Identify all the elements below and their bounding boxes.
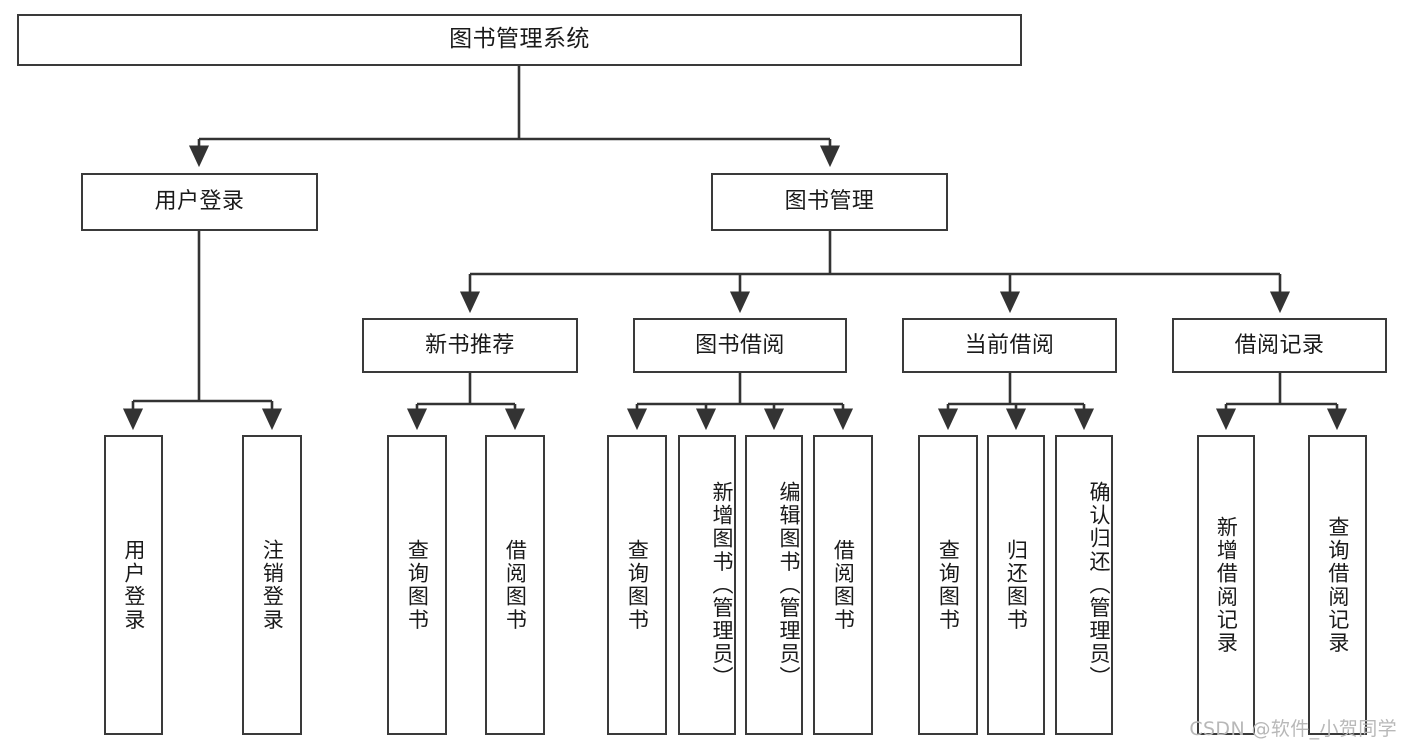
node-label: 当前借阅 [964,332,1055,358]
node-leaf-borrow-book-recommend[interactable]: 借阅图书 [485,435,545,735]
node-user-login[interactable]: 用户登录 [81,173,318,231]
node-leaf-add-borrow-record[interactable]: 新增借阅记录 [1197,435,1255,735]
node-current-borrow[interactable]: 当前借阅 [902,318,1117,373]
node-label: 确认归还（管理员） [1087,481,1111,689]
node-leaf-edit-book[interactable]: 编辑图书（管理员） [745,435,803,735]
node-label: 图书管理 [784,189,875,215]
csdn-watermark: CSDN @软件_小贺同学 [1189,718,1397,740]
node-label: 借阅图书 [503,538,528,632]
node-root-system[interactable]: 图书管理系统 [17,14,1022,66]
node-label: 编辑图书（管理员） [777,481,801,689]
node-label: 查询图书 [405,538,430,632]
node-label: 归还图书 [1004,538,1029,632]
node-label: 新增借阅记录 [1214,515,1239,655]
node-leaf-query-borrow-record[interactable]: 查询借阅记录 [1308,435,1367,735]
node-label: 新书推荐 [425,332,515,358]
node-leaf-return-book[interactable]: 归还图书 [987,435,1045,735]
node-leaf-borrow-book[interactable]: 借阅图书 [813,435,873,735]
node-borrow-record[interactable]: 借阅记录 [1172,318,1387,373]
node-leaf-add-book[interactable]: 新增图书（管理员） [678,435,736,735]
node-leaf-user-login[interactable]: 用户登录 [104,435,163,735]
node-label: 新增图书（管理员） [710,481,734,689]
node-label: 注销登录 [260,538,285,632]
node-new-book-recommend[interactable]: 新书推荐 [362,318,578,373]
node-label: 借阅记录 [1234,332,1325,358]
node-label: 图书借阅 [695,332,785,358]
node-leaf-user-logout[interactable]: 注销登录 [242,435,302,735]
node-label: 查询图书 [936,538,961,632]
node-label: 查询借阅记录 [1325,515,1350,655]
node-label: 借阅图书 [831,538,856,632]
node-label: 图书管理系统 [449,26,590,53]
node-label: 用户登录 [154,189,245,215]
node-leaf-query-book-current[interactable]: 查询图书 [918,435,978,735]
node-label: 用户登录 [121,538,146,632]
node-leaf-query-book-borrow[interactable]: 查询图书 [607,435,667,735]
node-leaf-confirm-return[interactable]: 确认归还（管理员） [1055,435,1113,735]
node-book-manage[interactable]: 图书管理 [711,173,948,231]
node-book-borrow[interactable]: 图书借阅 [633,318,847,373]
node-label: 查询图书 [625,538,650,632]
node-leaf-query-book-recommend[interactable]: 查询图书 [387,435,447,735]
